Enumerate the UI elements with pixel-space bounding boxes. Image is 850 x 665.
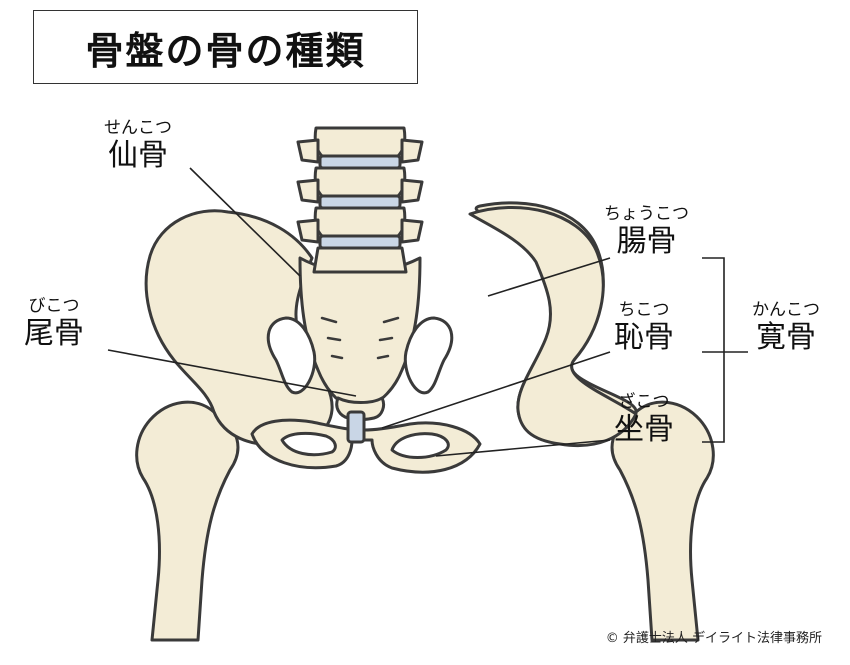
pubis-leader — [381, 351, 611, 429]
ischium-furigana: ざこつ — [618, 392, 670, 412]
ilium-name: 腸骨 — [616, 224, 677, 259]
hip-bone-bracket — [702, 257, 748, 443]
coccyx-leader — [107, 349, 357, 397]
left-obturator-foramen — [280, 431, 337, 457]
hip-bone-label: かんこつ 寛骨 — [752, 302, 820, 353]
pubis-furigana: ちこつ — [618, 300, 670, 320]
left-femur — [135, 400, 240, 642]
lumbar-vertebrae — [296, 126, 424, 274]
coccyx-name: 尾骨 — [24, 316, 84, 351]
pubis-name: 恥骨 — [614, 320, 674, 355]
sacrum-label: せんこつ 仙骨 — [104, 120, 172, 171]
copyright-notice: © 弁護士法人 デイライト法律事務所 — [605, 631, 822, 646]
pubis-label: ちこつ 恥骨 — [614, 302, 674, 353]
sacrum-leader — [189, 167, 301, 277]
pubic-symphysis — [346, 410, 366, 444]
ischium-label: ざこつ 坐骨 — [614, 394, 674, 445]
page-title: 骨盤の骨の種類 — [85, 28, 366, 73]
hip-bone-furigana: かんこつ — [752, 300, 820, 320]
ischium-leader — [435, 439, 611, 457]
sacrum-name: 仙骨 — [108, 138, 168, 173]
ilium-label: ちょうこつ 腸骨 — [604, 206, 689, 257]
ilium-leader — [487, 257, 611, 297]
coccyx-label: びこつ 尾骨 — [24, 298, 84, 349]
right-obturator-foramen — [390, 432, 450, 459]
hip-bone-name: 寛骨 — [756, 320, 816, 355]
ilium-furigana: ちょうこつ — [604, 204, 689, 224]
title-box: 骨盤の骨の種類 — [33, 10, 418, 84]
right-femur — [610, 400, 715, 642]
sacrum-furigana: せんこつ — [104, 118, 172, 138]
coccyx-furigana: びこつ — [28, 296, 80, 316]
ischium-name: 坐骨 — [614, 412, 674, 447]
